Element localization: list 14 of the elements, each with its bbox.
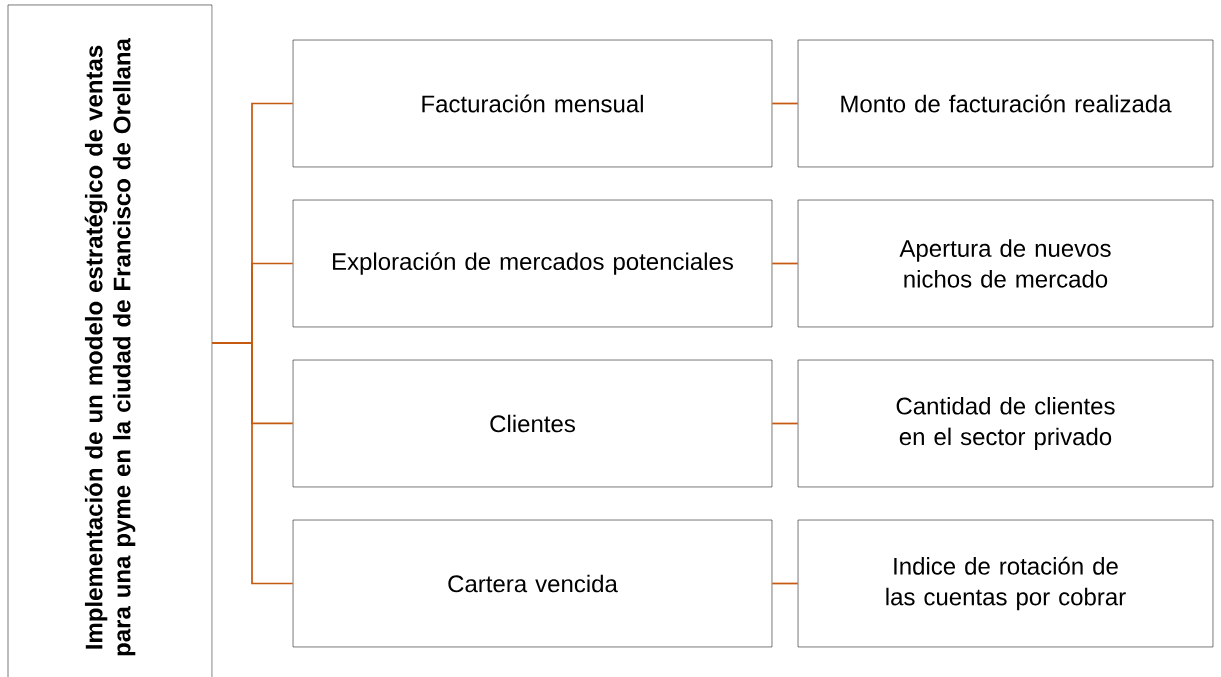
text-box: Indice de rotación de las cuentas por cobrar: [797, 519, 1214, 648]
text-box: Exploración de mercados potenciales: [292, 199, 773, 328]
connector: [211, 342, 294, 585]
connector: [771, 102, 799, 105]
connector: [771, 262, 799, 265]
connector: [771, 582, 799, 585]
text-box: Clientes: [292, 359, 773, 488]
connector: [771, 422, 799, 425]
text-box: Apertura de nuevos nichos de mercado: [797, 199, 1214, 328]
text-box: Facturación mensual: [292, 39, 773, 168]
title-box: Implementación de un modelo estratégico de ventas para una pyme en la ciudad de Francisco de Orellana: [7, 4, 213, 677]
text-box: Cantidad de clientes en el sector privado: [797, 359, 1214, 488]
text-box: Cartera vencida: [292, 519, 773, 648]
text-box: Monto de facturación realizada: [797, 39, 1214, 168]
